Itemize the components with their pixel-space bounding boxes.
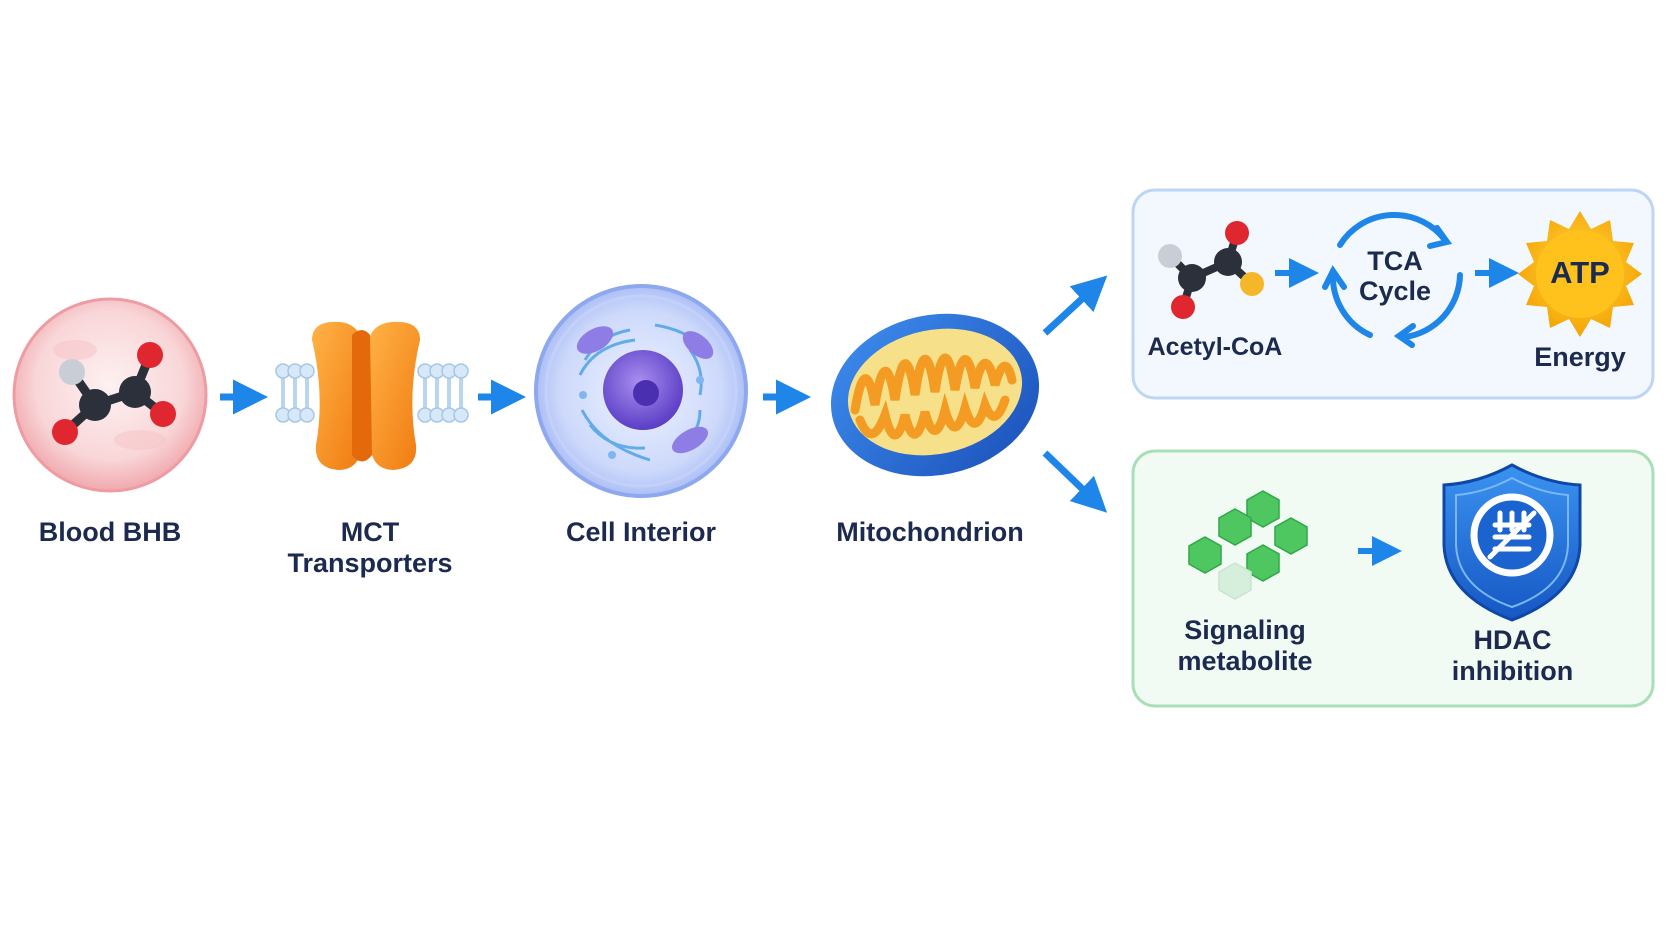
mct-transporter-icon xyxy=(275,321,469,470)
hdac-inhibition-label: HDAC inhibition xyxy=(1420,625,1605,687)
tca-line-1: TCA xyxy=(1367,246,1423,276)
tca-cycle-label: TCA Cycle xyxy=(1345,246,1445,306)
metabolite-line-2: metabolite xyxy=(1177,646,1313,676)
energy-panel xyxy=(1131,188,1655,400)
mitochondrion-icon xyxy=(830,313,1040,477)
branch-arrow-signaling xyxy=(1042,450,1108,513)
stage-label-mitochondrion: Mitochondrion xyxy=(836,517,1024,547)
metabolite-line-1: Signaling xyxy=(1184,615,1306,645)
tca-cycle-icon xyxy=(1322,211,1463,348)
signaling-metabolite-label: Signaling metabolite xyxy=(1155,615,1335,677)
stage-label-cell-interior: Cell Interior xyxy=(565,517,717,547)
bhb-molecule-icon xyxy=(12,297,208,493)
atp-label: ATP xyxy=(1550,255,1610,290)
hdac-line-1: HDAC xyxy=(1473,625,1552,655)
energy-label: Energy xyxy=(1534,342,1626,372)
hdac-shield-icon xyxy=(1442,463,1582,622)
tca-line-2: Cycle xyxy=(1358,276,1432,306)
signaling-hexagons-icon xyxy=(1188,490,1308,600)
mct-line-1: MCT xyxy=(340,517,400,547)
mct-line-2: Transporters xyxy=(287,548,453,578)
branch-arrow-energy xyxy=(1042,275,1108,336)
hdac-line-2: inhibition xyxy=(1451,656,1574,686)
acetyl-coa-label: Acetyl-CoA xyxy=(1147,333,1283,361)
stage-label-blood-bhb: Blood BHB xyxy=(38,517,182,547)
atp-sun-icon xyxy=(1518,211,1642,337)
stage-label-mct-transporters: MCT Transporters xyxy=(270,517,470,579)
cell-icon xyxy=(534,284,748,498)
acetyl-coa-molecule-icon xyxy=(1158,221,1264,319)
